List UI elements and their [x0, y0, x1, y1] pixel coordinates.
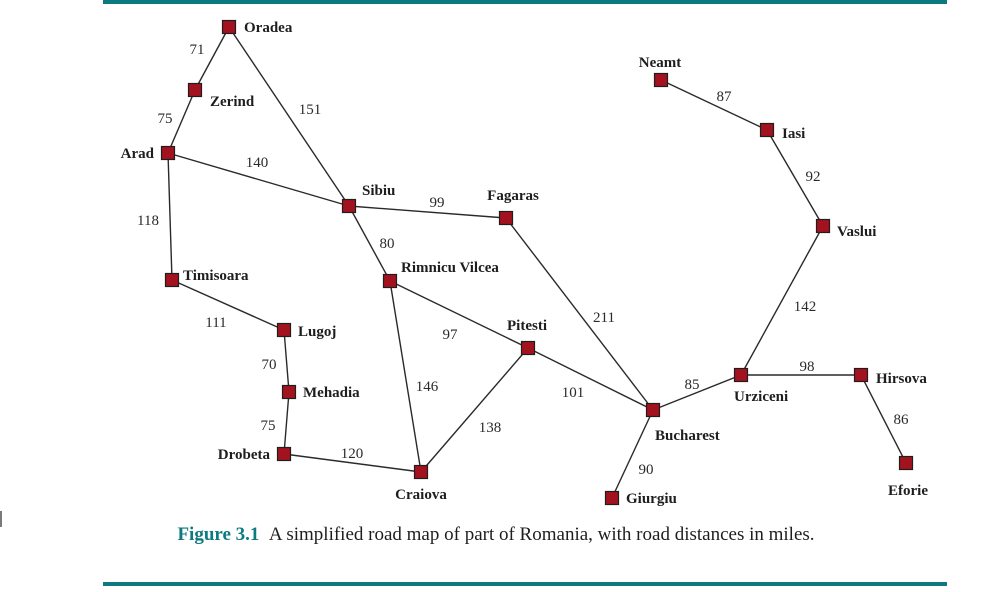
city-label-eforie: Eforie [888, 483, 928, 499]
road-iasi-neamt [660, 79, 768, 131]
city-label-sibiu: Sibiu [362, 183, 395, 199]
distance-label-drobeta-craiova: 120 [341, 446, 364, 462]
figure-caption: Figure 3.1 A simplified road map of part… [0, 524, 992, 546]
city-label-arad: Arad [121, 146, 155, 162]
road-sibiu-fagaras [348, 205, 507, 219]
city-marker-urziceni [733, 367, 749, 383]
road-bucharest-giurgiu [611, 409, 654, 499]
city-label-craiova: Craiova [395, 487, 447, 503]
distance-label-arad-sibiu: 140 [246, 155, 269, 171]
city-label-oradea: Oradea [244, 20, 293, 36]
road-lugoj-mehadia [283, 329, 290, 393]
top-rule [103, 0, 947, 4]
distance-label-arad-timisoara: 118 [137, 213, 159, 229]
road-arad-timisoara [167, 152, 173, 281]
distance-label-pitesti-bucharest: 101 [562, 385, 585, 401]
city-marker-drobeta [276, 446, 292, 462]
distance-label-mehadia-drobeta: 75 [261, 418, 276, 434]
city-label-timisoara: Timisoara [183, 268, 249, 284]
figure-number: Figure 3.1 [177, 524, 260, 545]
city-marker-sibiu [341, 198, 357, 214]
distance-label-rimnicu-pitesti: 97 [443, 327, 459, 343]
distance-label-craiova-pitesti: 138 [479, 420, 502, 436]
page-edge-mark [0, 511, 2, 527]
city-marker-fagaras [498, 210, 514, 226]
distance-label-urziceni-hirsova: 98 [800, 359, 815, 375]
city-label-hirsova: Hirsova [876, 371, 927, 387]
city-marker-giurgiu [604, 490, 620, 506]
city-marker-neamt [653, 72, 669, 88]
city-marker-iasi [759, 122, 775, 138]
city-marker-pitesti [520, 340, 536, 356]
city-label-rimnicu: Rimnicu Vilcea [401, 260, 499, 276]
road-pitesti-bucharest [527, 347, 654, 411]
city-marker-oradea [221, 19, 237, 35]
distance-label-lugoj-mehadia: 70 [262, 357, 277, 373]
road-oradea-zerind [194, 26, 230, 91]
city-marker-bucharest [645, 402, 661, 418]
city-marker-rimnicu [382, 273, 398, 289]
city-label-fagaras: Fagaras [487, 188, 539, 204]
road-sibiu-rimnicu [348, 205, 391, 282]
city-marker-mehadia [281, 384, 297, 400]
distance-label-zerind-arad: 75 [158, 111, 173, 127]
city-label-bucharest: Bucharest [655, 428, 720, 444]
city-marker-lugoj [276, 322, 292, 338]
city-marker-arad [160, 145, 176, 161]
road-arad-sibiu [167, 152, 350, 207]
city-label-lugoj: Lugoj [298, 324, 336, 340]
road-craiova-pitesti [420, 347, 529, 473]
figure-caption-text: A simplified road map of part of Romania… [268, 524, 815, 545]
distance-label-vaslui-iasi: 92 [806, 169, 821, 185]
distance-label-iasi-neamt: 87 [717, 89, 733, 105]
road-rimnicu-pitesti [389, 280, 529, 349]
distance-label-sibiu-fagaras: 99 [430, 195, 445, 211]
city-marker-vaslui [815, 218, 831, 234]
city-label-mehadia: Mehadia [303, 385, 360, 401]
road-drobeta-craiova [283, 453, 422, 473]
city-label-giurgiu: Giurgiu [626, 491, 677, 507]
city-label-vaslui: Vaslui [837, 224, 876, 240]
city-label-drobeta: Drobeta [218, 447, 271, 463]
road-bucharest-urziceni [652, 374, 742, 411]
distance-label-urziceni-vaslui: 142 [794, 299, 817, 315]
distance-label-sibiu-rimnicu: 80 [380, 236, 395, 252]
road-fagaras-bucharest [505, 217, 654, 411]
city-label-iasi: Iasi [782, 126, 805, 142]
road-rimnicu-craiova [389, 280, 422, 473]
city-label-urziceni: Urziceni [734, 389, 788, 405]
distance-labels-layer: 71 75 151 140 118 111 70 75 120 99 80 97 146 138 101 21… [137, 42, 909, 478]
road-zerind-arad [167, 89, 196, 154]
distance-label-oradea-sibiu: 151 [299, 102, 322, 118]
city-marker-timisoara [164, 272, 180, 288]
city-label-zerind: Zerind [210, 94, 255, 110]
cities-layer: OradeaZerindAradTimisoaraLugojMehadiaDro… [121, 19, 928, 507]
romania-road-map: 71 75 151 140 118 111 70 75 120 99 80 97 146 138 101 21… [121, 19, 928, 507]
distance-label-bucharest-urziceni: 85 [685, 377, 700, 393]
road-urziceni-vaslui [740, 225, 824, 376]
road-hirsova-eforie [860, 374, 907, 464]
road-vaslui-iasi [766, 129, 824, 227]
distance-label-rimnicu-craiova: 146 [416, 379, 439, 395]
city-marker-hirsova [853, 367, 869, 383]
city-label-pitesti: Pitesti [507, 318, 547, 334]
distance-label-timisoara-lugoj: 111 [205, 315, 226, 331]
bottom-rule [103, 582, 947, 586]
city-marker-eforie [898, 455, 914, 471]
distance-label-hirsova-eforie: 86 [894, 412, 910, 428]
road-timisoara-lugoj [171, 279, 285, 331]
city-label-neamt: Neamt [639, 55, 681, 71]
roads-layer [167, 26, 907, 499]
distance-label-oradea-zerind: 71 [190, 42, 205, 58]
city-marker-craiova [413, 464, 429, 480]
distance-label-fagaras-bucharest: 211 [593, 310, 615, 326]
road-mehadia-drobeta [283, 391, 290, 455]
city-marker-zerind [187, 82, 203, 98]
road-oradea-sibiu [228, 26, 350, 207]
distance-label-bucharest-giurgiu: 90 [639, 462, 654, 478]
